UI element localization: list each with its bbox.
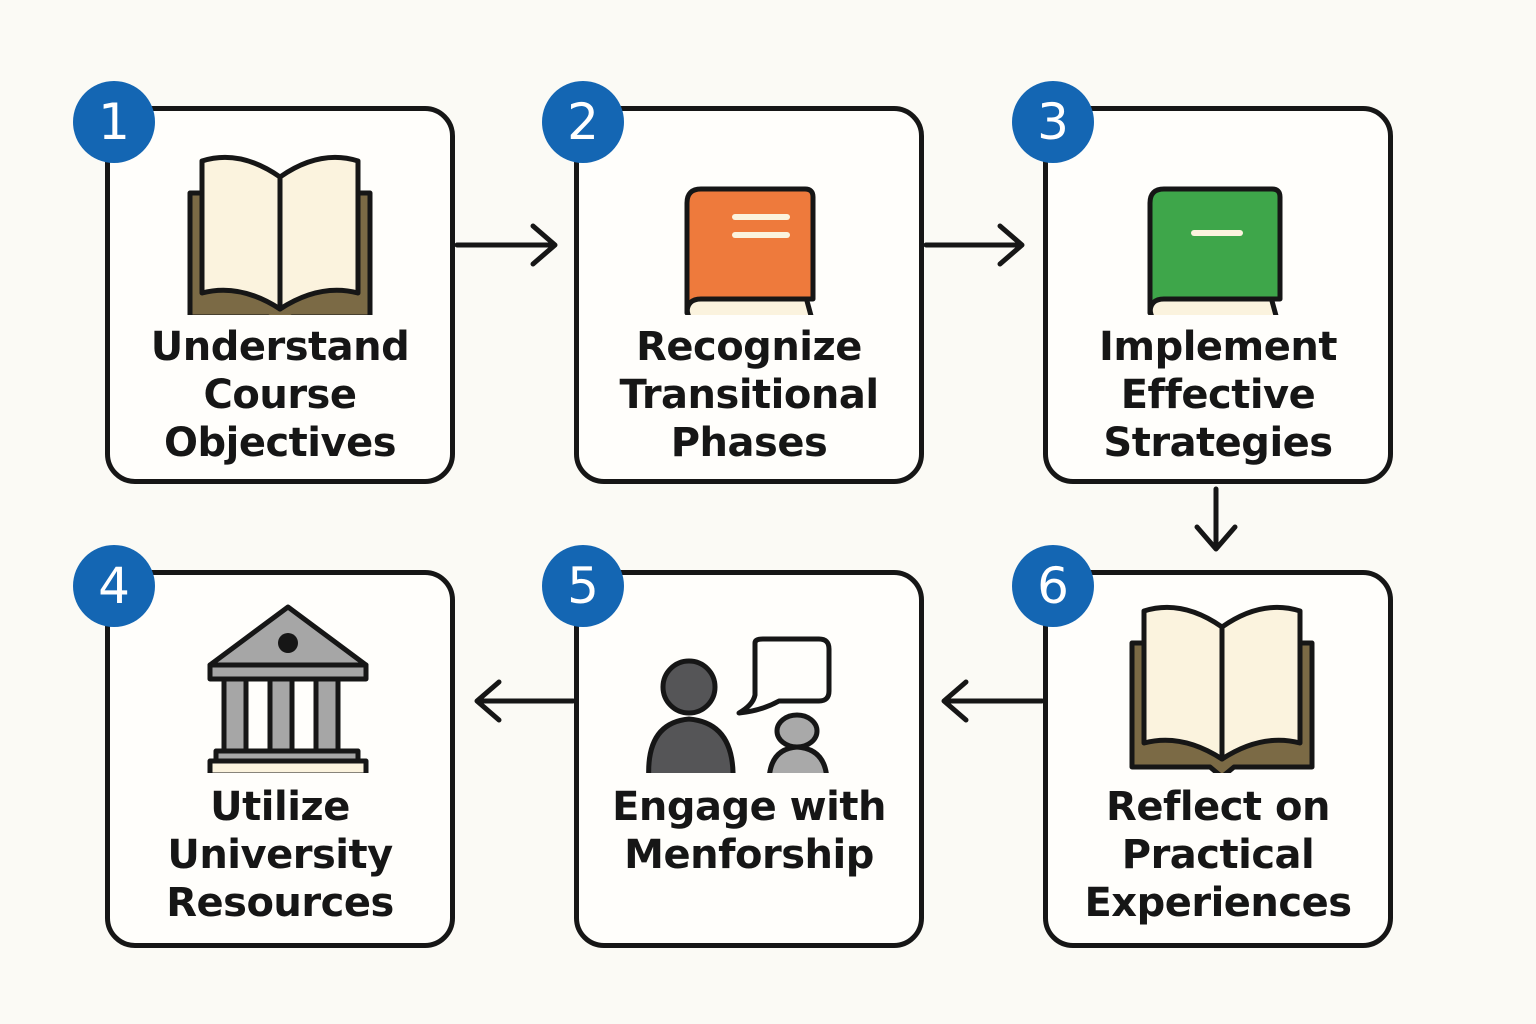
step-card-2: Recognize Transitional Phases (574, 106, 924, 484)
open-book-icon (187, 154, 373, 315)
arrow-step2-to-step3 (923, 223, 1025, 267)
open-book-icon (1129, 604, 1315, 773)
step-label: Reflect on Practical Experiences (1084, 784, 1352, 926)
step-card-6: Reflect on Practical Experiences (1043, 570, 1393, 948)
step-card-3: Implement Effective Strategies (1043, 106, 1393, 484)
step-label: Engage with Menforship (612, 784, 886, 878)
step-card-1: Understand Course Objectives (105, 106, 455, 484)
arrow-step5-to-step4 (474, 679, 576, 723)
step-label: Recognize Transitional Phases (619, 324, 879, 466)
step-number-badge-6: 6 (1012, 545, 1094, 627)
mentorship-people-icon (646, 636, 832, 773)
step-label: Understand Course Objectives (150, 324, 410, 466)
step-number-badge-3: 3 (1012, 81, 1094, 163)
step-number-badge-5: 5 (542, 545, 624, 627)
step-card-4: Utilize University Resources (105, 570, 455, 948)
arrow-step6-to-step5 (941, 679, 1045, 723)
step-number-badge-4: 4 (73, 545, 155, 627)
orange-book-icon (684, 186, 816, 315)
step-number-badge-2: 2 (542, 81, 624, 163)
green-book-icon (1147, 186, 1283, 315)
step-number-badge-1: 1 (73, 81, 155, 163)
arrow-step3-to-step6 (1194, 486, 1238, 552)
step-label: Implement Effective Strategies (1099, 324, 1337, 466)
university-building-icon (207, 604, 369, 773)
arrow-step1-to-step2 (454, 223, 558, 267)
step-label: Utilize University Resources (166, 784, 394, 926)
step-card-5: Engage with Menforship (574, 570, 924, 948)
